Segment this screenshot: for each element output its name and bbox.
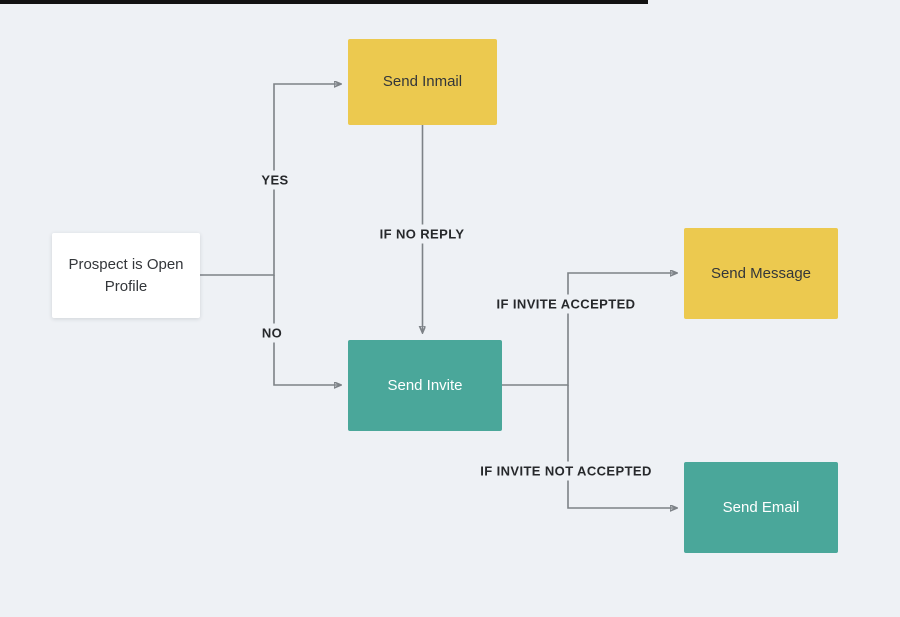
screenshot-top-edge bbox=[0, 0, 648, 4]
node-label: Send Message bbox=[710, 264, 812, 282]
connector-if-invite-accepted bbox=[502, 273, 676, 386]
node-label: Send Invite bbox=[387, 376, 463, 394]
node-send-inmail[interactable]: Send Inmail bbox=[348, 39, 497, 125]
node-label: Send Email bbox=[722, 498, 800, 516]
edge-label-if-invite-accepted: IF INVITE ACCEPTED bbox=[490, 294, 642, 314]
edge-label-no: NO bbox=[255, 323, 289, 343]
node-send-email[interactable]: Send Email bbox=[684, 462, 838, 553]
edge-label-yes: YES bbox=[255, 170, 295, 190]
edge-label-if-invite-not-accepted: IF INVITE NOT ACCEPTED bbox=[474, 461, 658, 481]
node-label: Prospect is Open Profile bbox=[68, 255, 184, 295]
node-prospect-is-open-profile[interactable]: Prospect is Open Profile bbox=[52, 233, 200, 318]
connector-if-invite-not-accepted bbox=[567, 385, 676, 508]
node-label: Send Inmail bbox=[382, 73, 463, 91]
node-send-invite[interactable]: Send Invite bbox=[348, 340, 502, 431]
edge-label-if-no-reply: IF NO REPLY bbox=[373, 224, 471, 244]
node-send-message[interactable]: Send Message bbox=[684, 228, 838, 319]
